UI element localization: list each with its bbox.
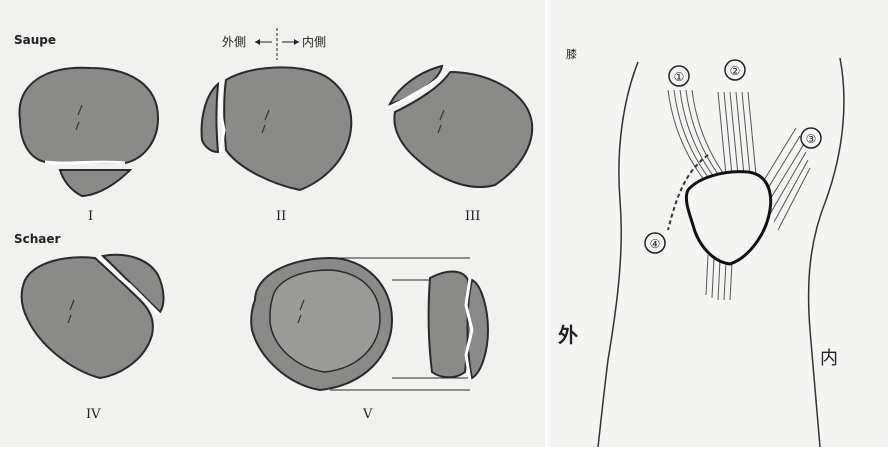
direction-indicator: 外側 内側: [222, 28, 326, 60]
svg-text:③: ③: [806, 132, 817, 146]
marker-1: ①: [669, 66, 689, 86]
patella-classification-diagram: Saupe Schaer 外側 内側 I II: [0, 0, 545, 447]
patella-type-3: III: [388, 66, 532, 224]
fracture-line: [45, 162, 125, 163]
type-2-label: II: [276, 209, 286, 224]
marker-2: ②: [725, 60, 745, 80]
svg-text:②: ②: [730, 64, 741, 78]
type-4-label: IV: [86, 407, 101, 422]
medial-direction-label: 内側: [302, 35, 326, 49]
leg-outline-medial: [809, 58, 844, 447]
leg-outline-lateral: [598, 62, 638, 447]
marker-4: ④: [645, 233, 665, 253]
lateral-label: 外: [558, 323, 578, 347]
patella-type-1: I: [19, 68, 158, 224]
patella-type-2: II: [202, 67, 352, 224]
svg-text:④: ④: [650, 237, 661, 251]
knee-anatomy-panel: 膝: [548, 0, 888, 447]
patella-type-4: IV: [22, 255, 164, 422]
type-1-label: I: [88, 209, 93, 224]
fragment-lateral: [202, 84, 218, 152]
knee-anatomy-diagram: 膝: [548, 0, 888, 447]
patella-type-5: V: [251, 258, 488, 422]
type-3-label: III: [465, 209, 480, 224]
medial-arrowhead: [294, 39, 299, 45]
axial-section: [429, 272, 469, 378]
svg-text:①: ①: [674, 70, 685, 84]
schaer-label: Schaer: [14, 232, 61, 246]
tendon-2: [718, 92, 756, 175]
lateral-direction-label: 外側: [222, 35, 246, 49]
saupe-label: Saupe: [14, 33, 56, 47]
fragment-inferior: [60, 170, 130, 196]
corner-mark: 膝: [566, 48, 577, 61]
patella-classification-panel: Saupe Schaer 外側 内側 I II: [0, 0, 545, 447]
type-5-label: V: [362, 407, 373, 422]
marker-3: ③: [801, 128, 821, 148]
patella-outline: [686, 172, 770, 264]
lateral-arrowhead: [255, 39, 260, 45]
medial-label: 内: [820, 348, 838, 369]
